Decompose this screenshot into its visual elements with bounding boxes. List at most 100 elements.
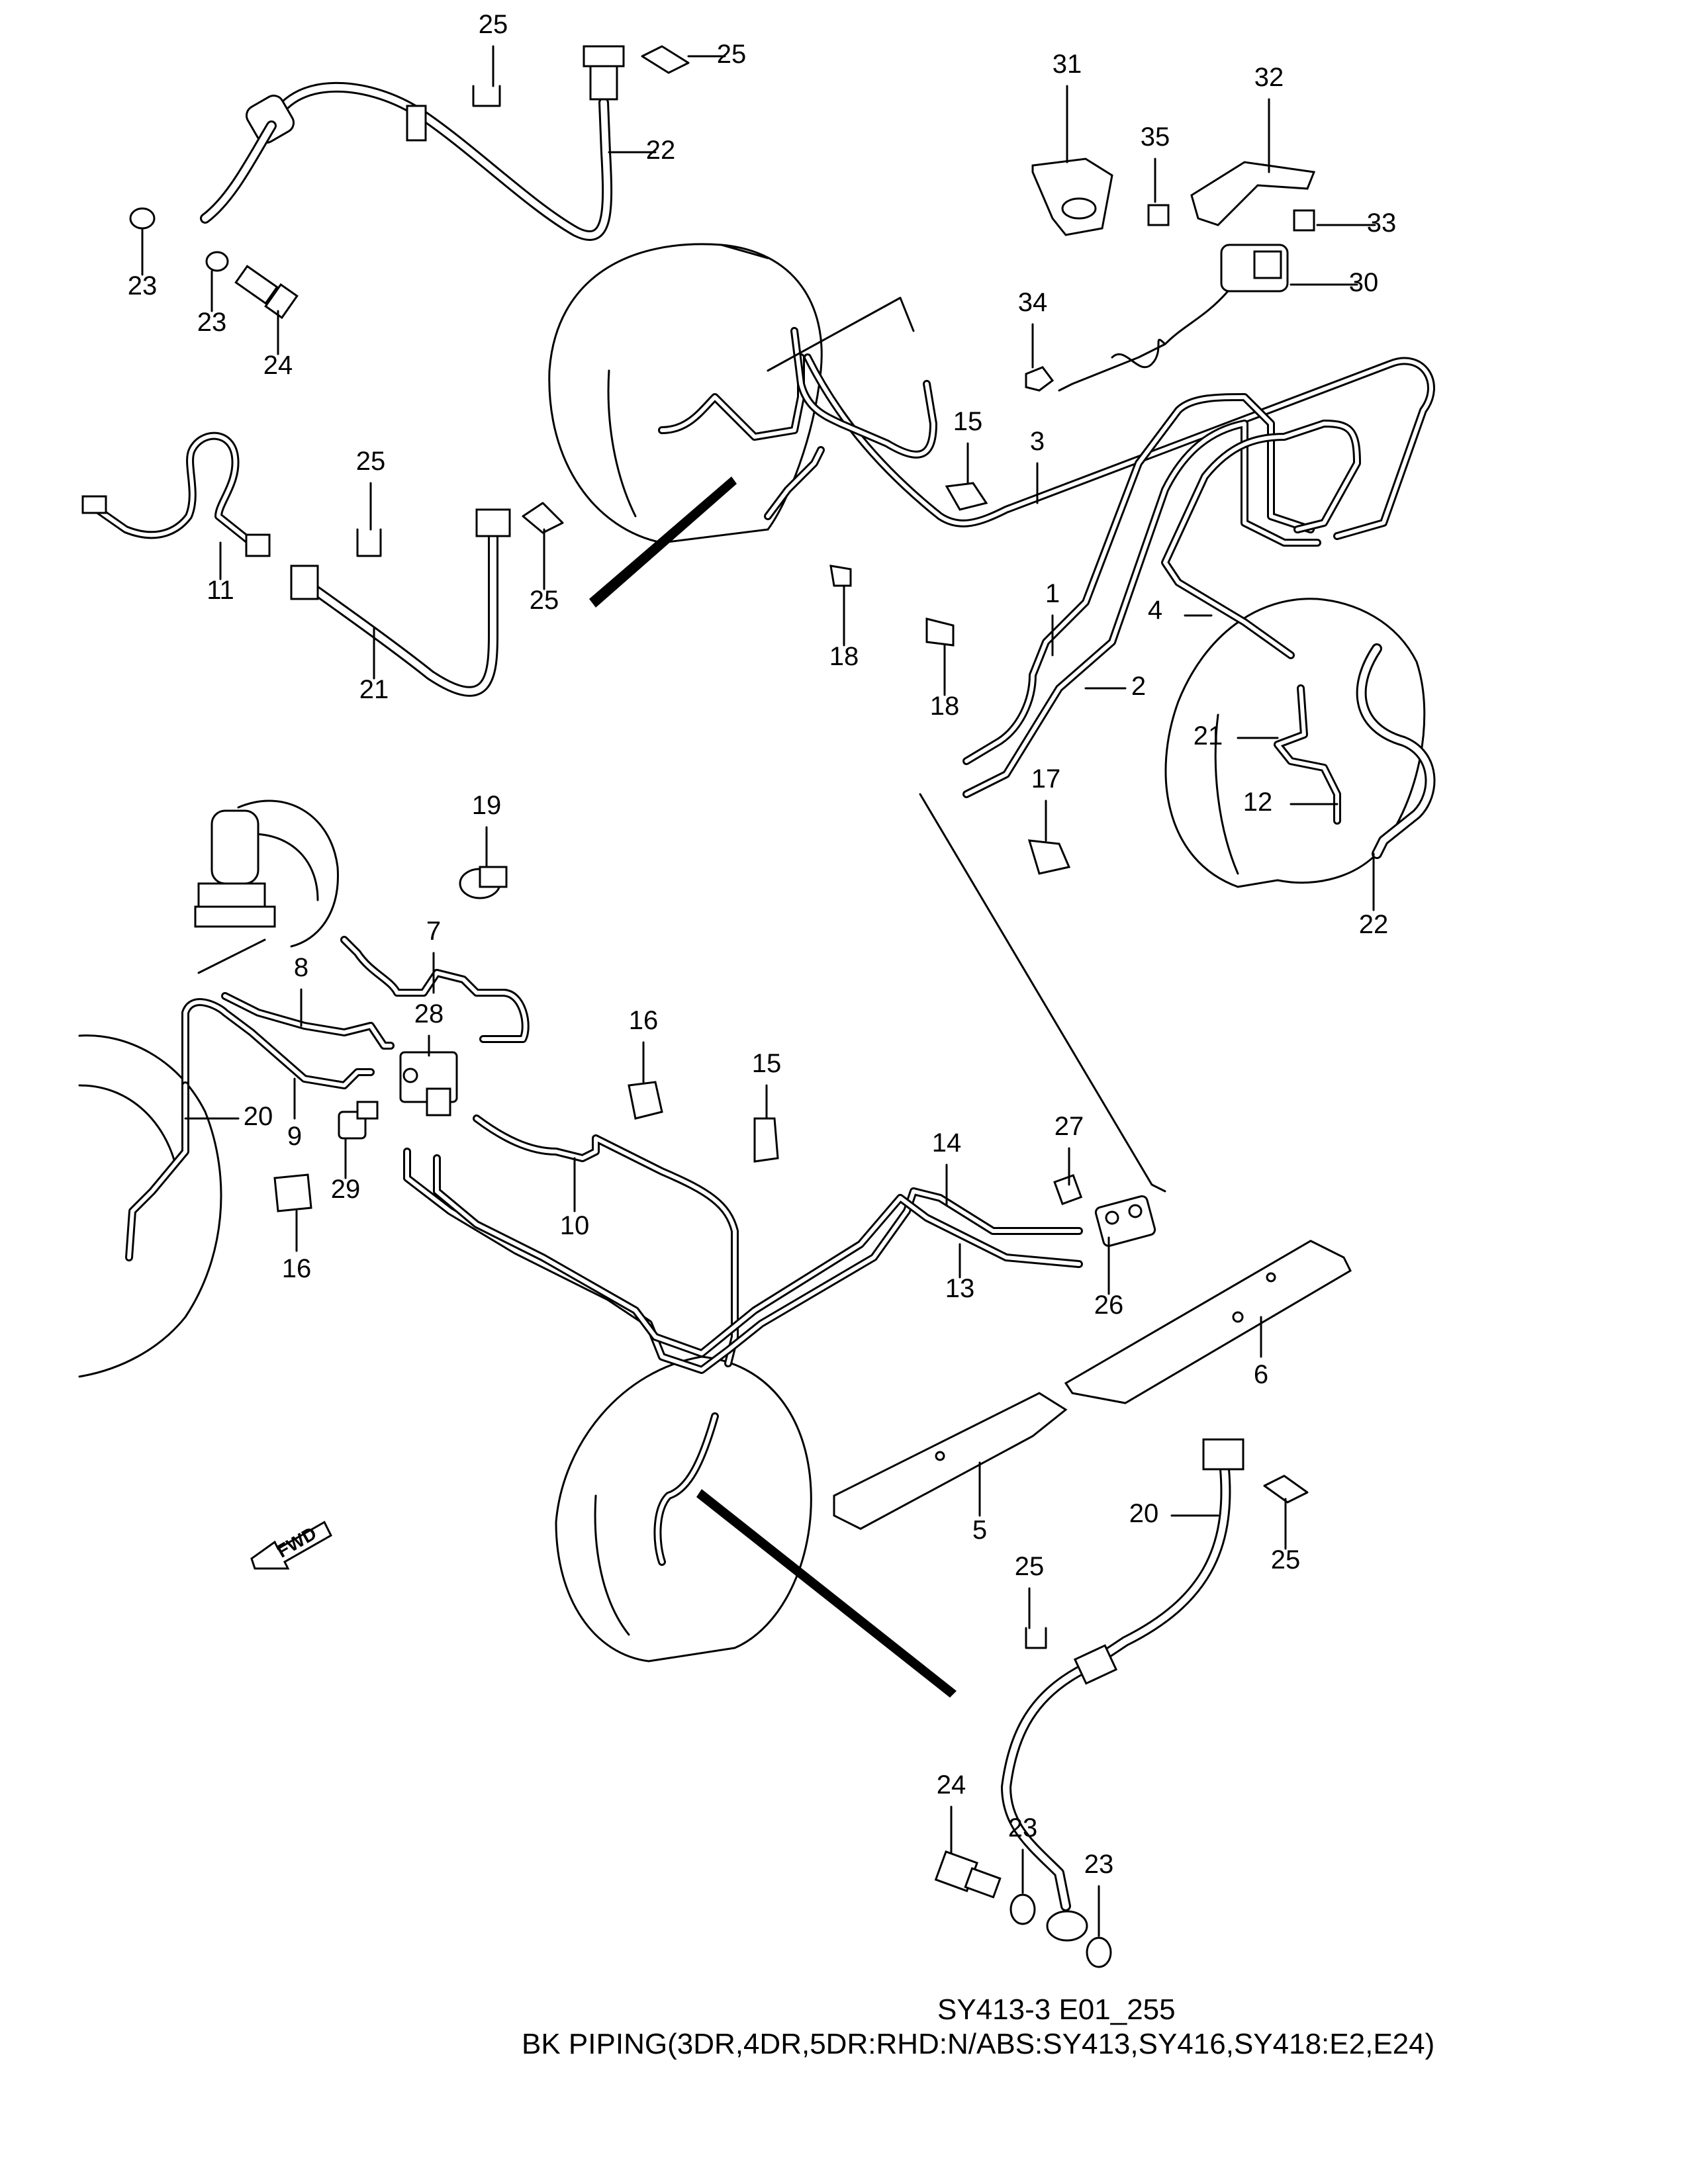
reference-lines — [197, 296, 1166, 1193]
callout-25f: 25 — [1271, 1545, 1301, 1574]
left-front-brake-disc — [78, 1034, 222, 1378]
callout-3: 3 — [1030, 427, 1045, 456]
callout-23: 23 — [128, 271, 158, 300]
callout-17: 17 — [1031, 764, 1061, 794]
callout-14: 14 — [932, 1128, 962, 1158]
callout-13: 13 — [945, 1274, 975, 1303]
callout-25d: 25 — [530, 586, 559, 615]
callout-21: 21 — [1194, 721, 1223, 751]
part-24-banjo-bolt-upper — [234, 265, 299, 320]
callout-11: 11 — [207, 576, 234, 605]
callout-18b: 18 — [930, 692, 960, 721]
callout-8: 8 — [294, 953, 308, 982]
callout-25e: 25 — [1015, 1552, 1045, 1581]
part-8-brake-pipe — [221, 992, 395, 1050]
callout-15: 15 — [953, 407, 983, 436]
fwd-arrow-icon: FWD — [250, 1520, 332, 1570]
callout-30: 30 — [1349, 268, 1379, 297]
part-25-clip-left — [356, 502, 564, 557]
part-18-clip-a — [829, 565, 852, 587]
callout-26: 26 — [1094, 1291, 1124, 1320]
callout-16b: 16 — [282, 1254, 312, 1283]
part-20-flex-hose-lower — [1001, 1438, 1244, 1942]
part-18-clip-b — [925, 617, 955, 647]
part-15-clip-lower — [753, 1117, 779, 1163]
part-21-flex-hose-left — [290, 508, 511, 697]
part-32-bracket — [1190, 161, 1316, 226]
callout-28: 28 — [414, 999, 444, 1028]
rear-right-brake-drum — [1164, 598, 1426, 888]
callout-9: 9 — [287, 1122, 302, 1151]
part-23-washer-lower — [1009, 1893, 1112, 1968]
callout-20b: 20 — [1129, 1499, 1159, 1528]
callout-18: 18 — [829, 642, 859, 671]
part-31-bracket — [1031, 158, 1113, 236]
callout-24b: 24 — [937, 1770, 966, 1799]
part-6-bracket — [1064, 1240, 1352, 1404]
part-21-hose-right — [1274, 684, 1341, 825]
part-30-sensor — [1058, 244, 1289, 392]
callout-23d: 23 — [1084, 1850, 1114, 1879]
callout-1: 1 — [1045, 579, 1060, 608]
front-axle — [696, 1489, 957, 1698]
callout-12: 12 — [1243, 788, 1273, 817]
callout-6: 6 — [1254, 1360, 1268, 1389]
callout-23b: 23 — [197, 308, 227, 337]
callout-5: 5 — [972, 1516, 987, 1545]
callout-22b: 22 — [1359, 910, 1389, 939]
callout-25: 25 — [479, 10, 508, 39]
callout-24: 24 — [263, 351, 293, 380]
part-27-bolt — [1053, 1173, 1083, 1205]
part-9-brake-pipe — [181, 998, 375, 1089]
callout-32: 32 — [1254, 63, 1284, 92]
callout-35: 35 — [1141, 122, 1170, 152]
diagram-code: SY413-3 E01_255 — [937, 1993, 1176, 2026]
part-1-brake-pipe — [962, 393, 1315, 765]
part-33-bolt — [1293, 209, 1315, 232]
part-29-bolt — [338, 1101, 379, 1140]
part-26-junction — [1094, 1195, 1156, 1248]
part-25-clip-lower — [1025, 1475, 1309, 1649]
callout-15b: 15 — [752, 1049, 782, 1078]
part-15-clip-upper — [945, 482, 988, 511]
master-cylinder — [194, 799, 339, 948]
callout-34: 34 — [1018, 288, 1048, 317]
part-4-brake-pipe — [1161, 420, 1361, 659]
callout-25b: 25 — [717, 40, 747, 69]
callout-19: 19 — [472, 791, 502, 820]
part-23-washer-upper — [129, 207, 229, 272]
part-16-clip-a — [628, 1081, 663, 1120]
part-22-hose-right — [1356, 643, 1436, 859]
front-hose-on-disc — [125, 1081, 719, 1566]
callout-labels: 1234567891011121314151617181920212223242… — [128, 10, 1396, 1937]
diagram-title: BK PIPING(3DR,4DR,5DR:RHD:N/ABS:SY413,SY… — [522, 2028, 1435, 2060]
part-19-grommet — [459, 866, 508, 899]
part-25-clip-upper — [472, 45, 690, 107]
part-5-bracket — [833, 1392, 1068, 1530]
part-16-clip-b — [273, 1173, 312, 1212]
part-10-brake-pipe — [473, 1115, 739, 1367]
part-24-banjo-bolt-lower — [934, 1850, 1002, 1899]
callout-7: 7 — [426, 917, 441, 946]
callout-16: 16 — [629, 1006, 659, 1035]
part-22-flex-hose-upper — [200, 45, 625, 241]
upper-drum-pipes — [658, 327, 937, 520]
part-17-clip — [1027, 839, 1071, 875]
part-34-nut — [1025, 366, 1055, 392]
callout-2: 2 — [1131, 672, 1146, 701]
part-7-brake-pipe — [340, 936, 530, 1043]
callout-27: 27 — [1055, 1112, 1084, 1141]
axle-shaft — [589, 477, 737, 608]
callout-29: 29 — [331, 1175, 361, 1204]
part-35-bolt — [1147, 204, 1170, 226]
callout-10: 10 — [560, 1211, 590, 1240]
callout-4: 4 — [1148, 596, 1162, 625]
callout-21b: 21 — [359, 675, 389, 704]
callout-25c: 25 — [356, 447, 386, 476]
part-11-brake-pipe — [81, 432, 271, 557]
part-28-proportioning-valve — [399, 1051, 458, 1116]
part-2-brake-pipe — [962, 420, 1321, 798]
callout-23c: 23 — [1008, 1813, 1038, 1843]
front-brake-disc — [555, 1355, 957, 1698]
